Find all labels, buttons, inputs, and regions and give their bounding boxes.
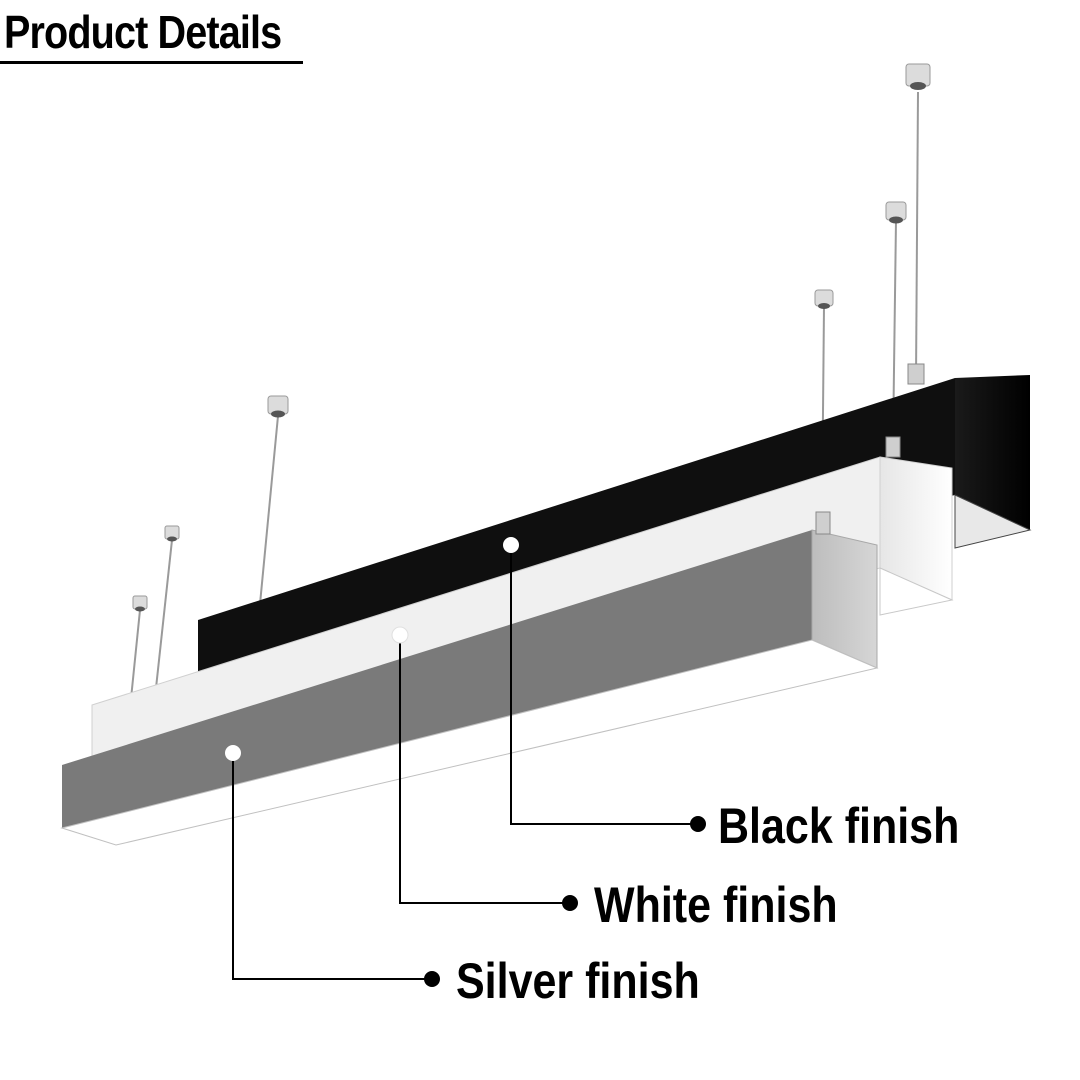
white-fixture	[91, 436, 954, 759]
black-callout-line	[510, 545, 698, 825]
page-title: Product Details	[4, 6, 282, 58]
white-callout-line	[399, 635, 570, 904]
title-underline	[0, 61, 303, 64]
canopy-4	[267, 395, 289, 418]
white-marker	[391, 626, 409, 644]
canopy-3	[814, 289, 834, 309]
callout-markers	[225, 537, 519, 761]
callout-dots	[424, 816, 706, 987]
silver-callout-line	[232, 753, 432, 980]
black-marker	[503, 537, 519, 553]
silver-fixture	[60, 511, 879, 846]
canopy-2	[885, 201, 907, 224]
canopy-1	[905, 63, 931, 90]
silver-marker	[225, 745, 241, 761]
black-callout-dot	[690, 816, 706, 832]
white-callout-dot	[562, 895, 578, 911]
silver-callout-dot	[424, 971, 440, 987]
white-finish-label: White finish	[594, 877, 838, 933]
black-finish-label: Black finish	[718, 798, 960, 854]
canopy-5	[164, 525, 180, 542]
silver-finish-label: Silver finish	[456, 953, 700, 1009]
black-fixture	[198, 363, 1032, 675]
callout-lines	[232, 545, 698, 980]
canopy-6	[132, 595, 148, 612]
ceiling-canopies	[132, 63, 931, 612]
